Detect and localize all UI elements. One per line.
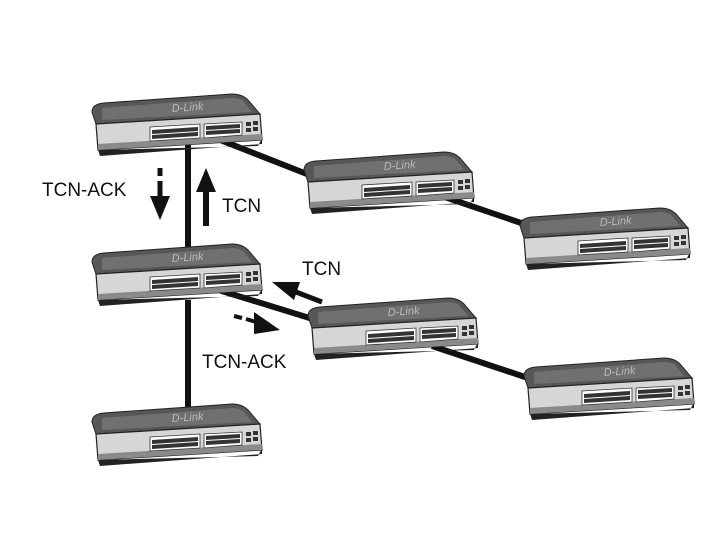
label-tcn-ack-lower: TCN-ACK bbox=[202, 352, 287, 373]
label-tcn-ack-upper: TCN-ACK bbox=[42, 180, 127, 201]
switch-brand-logo: D-Link bbox=[171, 101, 204, 115]
switch-brand-logo: D-Link bbox=[603, 365, 636, 379]
switch-lower-right: D-Link bbox=[307, 297, 479, 361]
tcn-up-arrow-icon bbox=[196, 168, 216, 226]
switch-brand-logo: D-Link bbox=[171, 251, 204, 265]
tcn-ack-outbound-arrow-icon bbox=[233, 312, 280, 334]
tcn-ack-down-arrow-icon bbox=[150, 168, 170, 220]
switch-bottom: D-Link bbox=[91, 403, 263, 467]
switch-brand-logo: D-Link bbox=[383, 159, 416, 173]
label-tcn-upper: TCN bbox=[222, 196, 261, 217]
switch-upper-right: D-Link bbox=[303, 151, 475, 215]
tcn-inbound-arrow-icon bbox=[272, 282, 323, 305]
label-tcn-lower: TCN bbox=[302, 259, 341, 280]
switch-far-right-upper: D-Link bbox=[519, 207, 691, 271]
switch-brand-logo: D-Link bbox=[171, 411, 204, 425]
switch-middle: D-Link bbox=[91, 243, 263, 307]
cable-middle-to-right-lower bbox=[211, 285, 317, 323]
switch-root: D-Link bbox=[91, 93, 263, 157]
switch-brand-logo: D-Link bbox=[387, 305, 420, 319]
switch-brand-logo: D-Link bbox=[599, 215, 632, 229]
switch-far-right-lower: D-Link bbox=[523, 357, 695, 421]
cable-right-lower-to-far-right bbox=[431, 343, 529, 381]
